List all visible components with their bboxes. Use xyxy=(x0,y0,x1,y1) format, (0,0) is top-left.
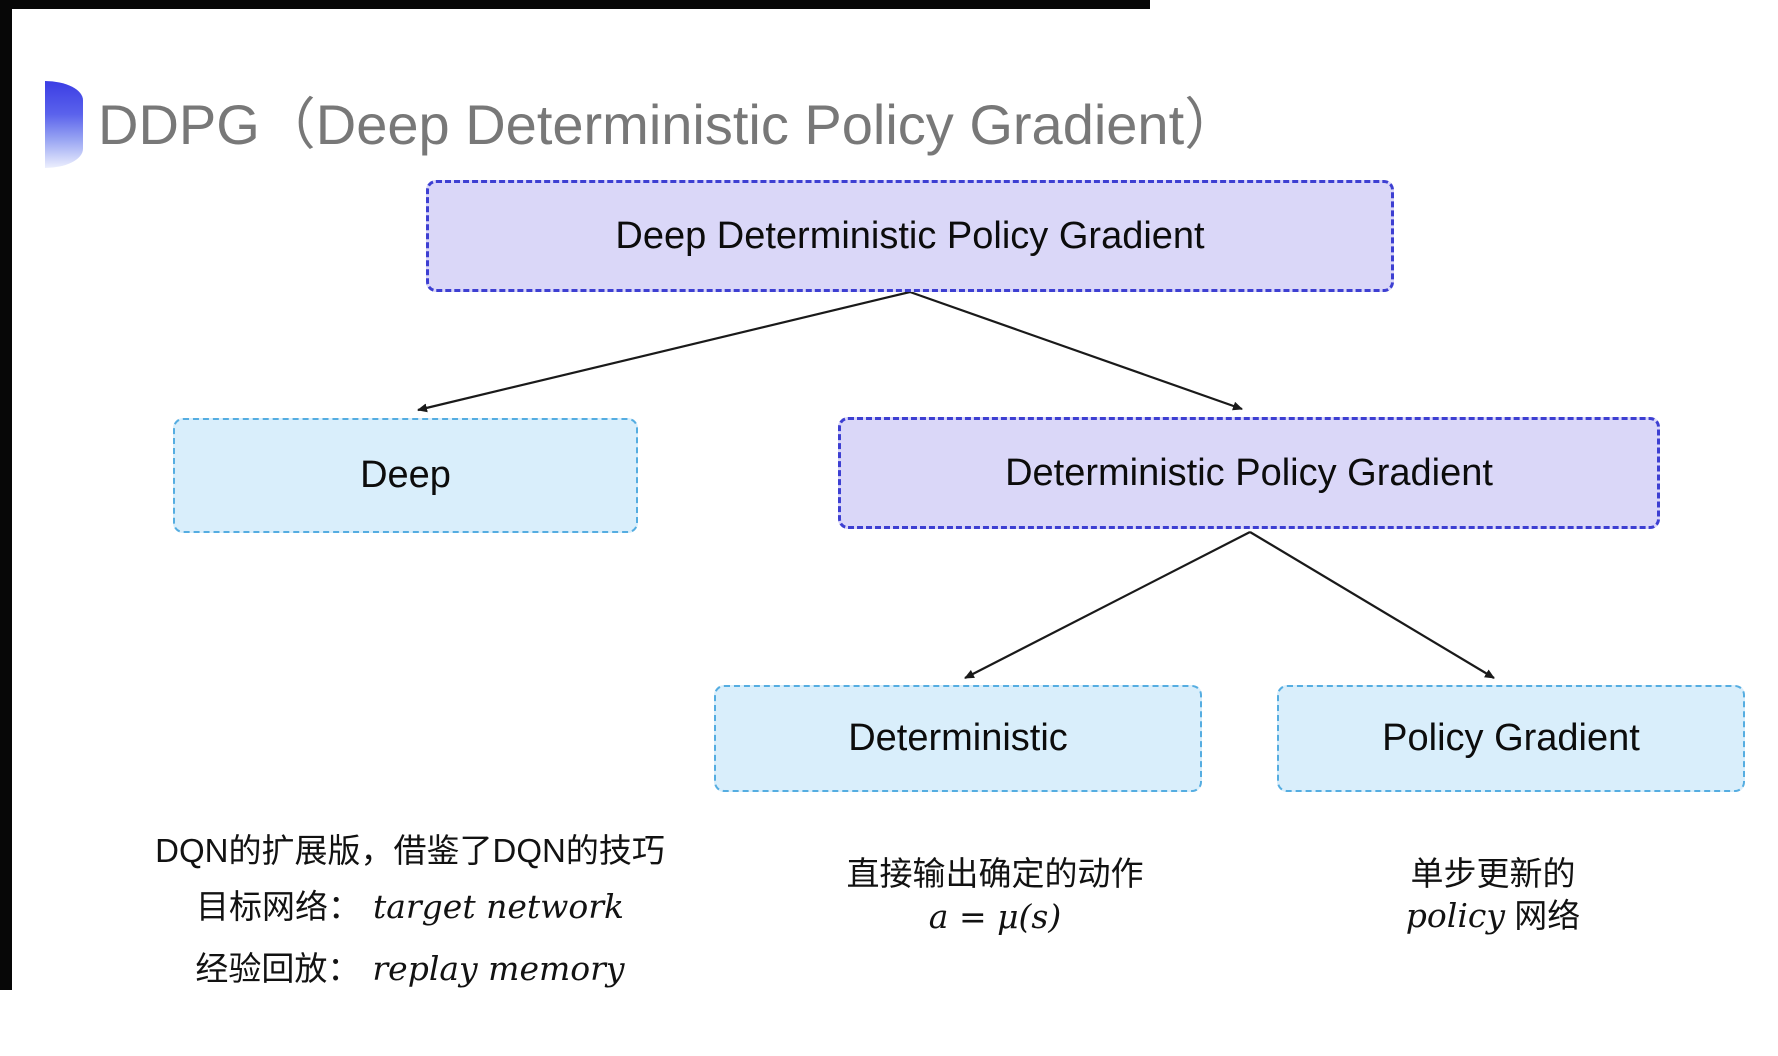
formula-text: a = μ(s) xyxy=(928,897,1062,936)
node-deep: Deep xyxy=(173,418,638,533)
note-text: DQN的扩展版，借鉴了DQN的技巧 xyxy=(155,832,665,869)
note-term-italic: replay memory xyxy=(372,949,625,988)
node-label: Deep xyxy=(360,454,451,496)
note-term-italic: target network xyxy=(372,887,625,926)
note-policy-gradient-line1: 单步更新的 xyxy=(1293,854,1693,894)
note-text: 网络 xyxy=(1505,897,1581,934)
node-label: Deterministic Policy Gradient xyxy=(1005,451,1493,494)
note-label: 目标网络： xyxy=(195,888,361,925)
note-deep-line1: DQN的扩展版，借鉴了DQN的技巧 xyxy=(130,831,690,871)
note-text: 直接输出确定的动作 xyxy=(846,855,1144,892)
note-term-italic: policy xyxy=(1405,896,1506,935)
note-text: 单步更新的 xyxy=(1410,855,1576,892)
node-label: Deterministic xyxy=(848,717,1068,759)
node-label: Deep Deterministic Policy Gradient xyxy=(615,214,1205,257)
note-deterministic-line1: 直接输出确定的动作 xyxy=(795,854,1195,894)
arrow-dpg-to-policy-gradient xyxy=(1249,531,1495,679)
note-policy-gradient-line2: policy 网络 xyxy=(1293,896,1693,936)
node-deterministic: Deterministic xyxy=(714,685,1202,792)
note-deep-line2: 目标网络： target network xyxy=(130,887,690,927)
node-deep-deterministic-policy-gradient: Deep Deterministic Policy Gradient xyxy=(426,180,1394,292)
node-label: Policy Gradient xyxy=(1382,717,1640,759)
note-label: 经验回放： xyxy=(195,950,361,987)
node-policy-gradient: Policy Gradient xyxy=(1277,685,1745,792)
title-bullet-icon xyxy=(45,81,83,168)
frame-top-edge xyxy=(0,0,1150,9)
arrow-root-to-deep xyxy=(417,290,911,413)
arrow-dpg-to-deterministic xyxy=(964,531,1251,679)
node-deterministic-policy-gradient: Deterministic Policy Gradient xyxy=(838,417,1660,529)
slide-title: DDPG（Deep Deterministic Policy Gradient） xyxy=(98,93,1241,156)
note-deep-line3: 经验回放： replay memory xyxy=(130,949,690,989)
frame-left-edge xyxy=(0,0,12,990)
arrow-root-to-dpg xyxy=(909,290,1243,411)
note-deterministic-formula: a = μ(s) xyxy=(795,896,1195,937)
